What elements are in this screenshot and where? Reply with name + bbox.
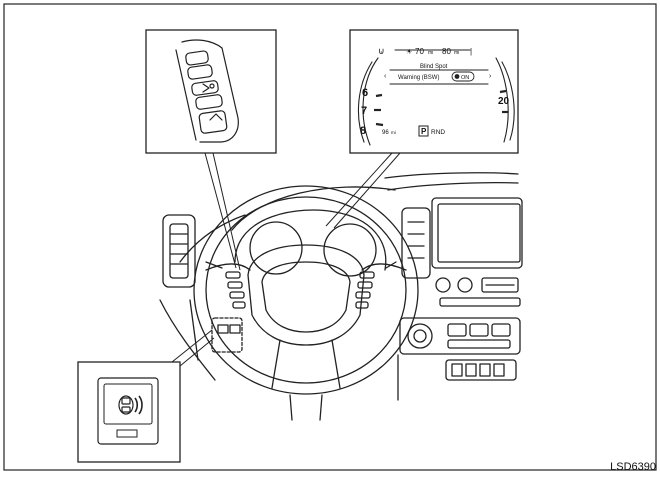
svg-text:|: |	[470, 47, 472, 56]
cluster-range-top: 80	[442, 47, 451, 56]
cluster-speed-top: 70	[415, 47, 424, 56]
tach-number-8: 8	[360, 125, 366, 137]
speedo-number-20: 20	[498, 96, 510, 107]
leader-line-switch	[204, 152, 237, 269]
odometer-unit: mi	[391, 130, 396, 135]
left-air-vent	[162, 214, 196, 288]
gear-selected-box	[418, 125, 429, 137]
blind-spot-warning-label: Warning (BSW)	[398, 75, 439, 81]
odometer-value: 96	[382, 130, 389, 136]
bsw-switch-callout	[77, 361, 181, 463]
gear-rest: RND	[431, 129, 445, 136]
blind-spot-heading: Blind Spot	[420, 64, 448, 70]
leader-line-cluster	[325, 152, 393, 227]
blind-spot-car-icon	[118, 395, 134, 415]
steering-wheel	[193, 185, 419, 395]
tach-number-7: 7	[361, 105, 367, 117]
cluster-hood	[234, 209, 387, 271]
infotainment-screen	[431, 197, 523, 269]
bsw-state-text: ON	[461, 75, 469, 81]
svg-text:☀: ☀	[406, 48, 412, 56]
cluster-display-callout: ⊍ ☀ 70 mi 80 mi | Blind Spot ‹ › Warning…	[349, 29, 519, 154]
tach-number-6: 6	[362, 87, 368, 99]
leader-line-bsw	[171, 329, 213, 363]
svg-text:›: ›	[489, 73, 492, 80]
cluster-range-unit-top: mi	[454, 50, 459, 56]
steering-switch-callout	[145, 29, 277, 154]
gear-selected: P	[421, 127, 427, 136]
dashboard-illustration	[159, 172, 523, 421]
svg-text:‹: ‹	[384, 73, 387, 80]
cluster-speed-unit-top: mi	[428, 50, 433, 56]
tire-icon: ⊍	[378, 46, 385, 56]
right-air-vent	[401, 207, 431, 279]
figure-code: LSD6390	[610, 461, 656, 473]
